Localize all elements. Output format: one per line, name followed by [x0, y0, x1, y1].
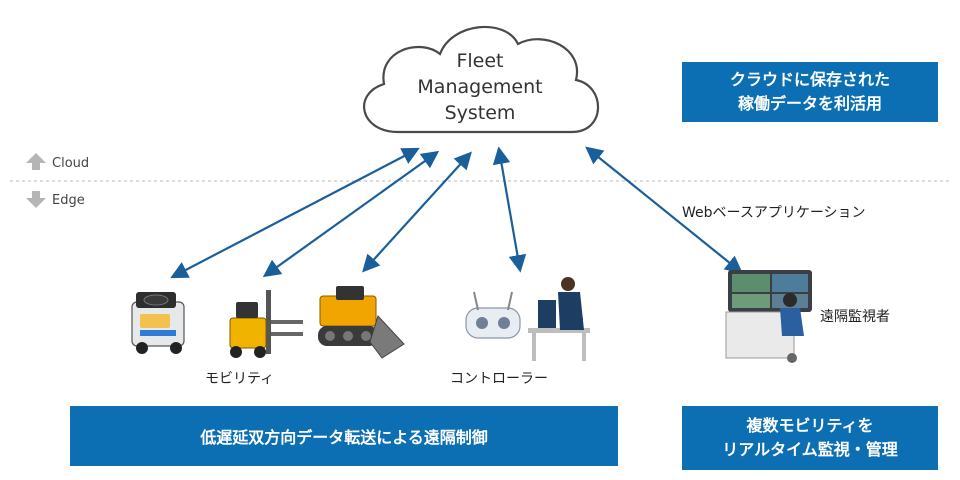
zone-label-edge: Edge — [52, 193, 85, 208]
delivery-robot-icon — [131, 292, 185, 354]
monitoring-box: 複数モビリティを リアルタイム監視・管理 — [682, 406, 938, 470]
cloud-icon — [363, 25, 600, 134]
arrow-down-icon — [26, 191, 46, 208]
arrow-bulldozer — [362, 151, 472, 273]
connection-arrows — [170, 146, 743, 279]
bulldozer-icon — [318, 286, 405, 359]
monitoring-desk-icon — [725, 270, 812, 363]
arrow-operator — [585, 146, 743, 274]
arrow-controller — [492, 146, 527, 273]
cloud-data-box: クラウドに保存された 稼働データを利活用 — [682, 62, 938, 122]
web-app-label: Webベースアプリケーション — [682, 205, 866, 221]
fleet-management-system-title: Fleet Management System — [417, 50, 543, 124]
controller-label: コントローラー — [450, 371, 548, 387]
pc-operator-icon — [528, 277, 590, 361]
remote-control-box: 低遅延双方向データ転送による遠隔制御 — [70, 406, 618, 466]
operator-label: 遠隔監視者 — [820, 309, 890, 325]
zone-label-cloud: Cloud — [52, 156, 90, 171]
forklift-icon — [229, 290, 303, 358]
arrow-up-icon — [26, 153, 46, 170]
remote-controller-icon — [465, 291, 521, 339]
mobility-label: モビリティ — [205, 371, 275, 387]
